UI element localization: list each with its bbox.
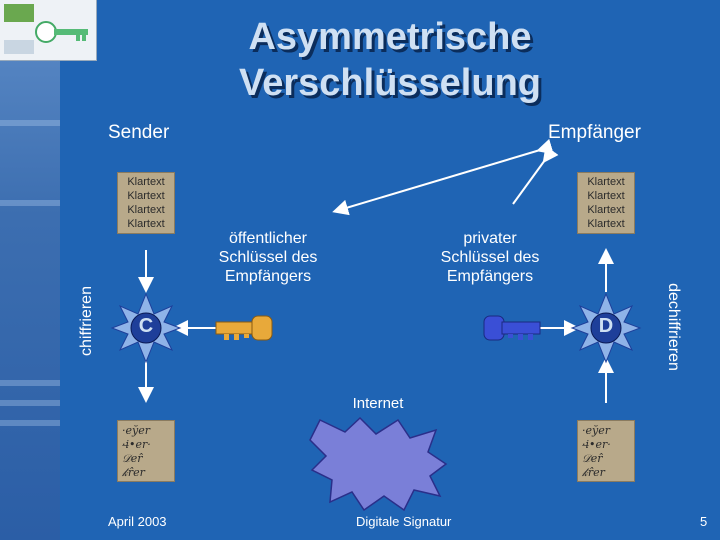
key-pair-arrow [332, 138, 554, 216]
cloud-icon [309, 416, 448, 512]
title-line2: Verschlüsselung [238, 62, 541, 104]
logo-icon [4, 4, 88, 54]
internet-label: Internet [352, 395, 404, 412]
sidebar-band [0, 400, 60, 406]
caption-line: Schlüssel des [440, 249, 540, 266]
footer-date: April 2003 [108, 514, 167, 529]
sidebar-band [0, 200, 60, 206]
decrypt-node-label: D [598, 315, 614, 337]
gold-key-icon [215, 315, 273, 341]
star-node-icon [110, 292, 182, 364]
footer-page-number: 5 [700, 514, 708, 529]
ciphertext-left: ·e‌y̆er ·i̶•er· 𝒟er̂ 𝓀r̂er [117, 420, 175, 482]
slide-title: Asymmetrische Verschlüsselung [120, 14, 660, 106]
sidebar-band [0, 380, 60, 386]
public-key-caption: öffentlicher Schlüssel des Empfängers [200, 229, 336, 286]
cleartext-line: Klartext [127, 204, 165, 216]
caption-line: Schlüssel des [218, 249, 318, 266]
caption-line: Empfängers [224, 268, 312, 285]
cleartext-left: Klartext Klartext Klartext Klartext [117, 172, 175, 234]
star-node-icon [570, 292, 642, 364]
cleartext-line: Klartext [127, 218, 165, 230]
caption-line: privater [463, 230, 517, 247]
cleartext-line: Klartext [587, 218, 625, 230]
private-key-arrow [512, 145, 559, 205]
ciphertext-right: ·e‌y̆er ·i̶•er· 𝒟er̂ 𝓀r̂er [577, 420, 635, 482]
private-key-caption: privater Schlüssel des Empfängers [422, 229, 558, 286]
footer-topic: Digitale Signatur [356, 514, 452, 529]
encrypt-node-label: C [138, 315, 154, 337]
cleartext-line: Klartext [587, 176, 625, 188]
cleartext-right: Klartext Klartext Klartext Klartext [577, 172, 635, 234]
encrypt-label: chiffrieren [78, 286, 95, 356]
caption-line: Empfängers [446, 268, 534, 285]
sidebar-decoration [0, 0, 60, 540]
cleartext-line: Klartext [127, 190, 165, 202]
title-line1: Asymmetrische [248, 16, 532, 58]
caption-line: öffentlicher [229, 230, 307, 247]
blue-key-icon [483, 315, 541, 341]
sidebar-band [0, 120, 60, 126]
cleartext-line: Klartext [587, 204, 625, 216]
cleartext-line: Klartext [587, 190, 625, 202]
decrypt-label: dechiffrieren [665, 283, 682, 371]
receiver-label: Empfänger [548, 122, 641, 143]
logo [0, 0, 97, 61]
sidebar-band [0, 420, 60, 426]
cleartext-line: Klartext [127, 176, 165, 188]
sender-label: Sender [108, 122, 170, 143]
